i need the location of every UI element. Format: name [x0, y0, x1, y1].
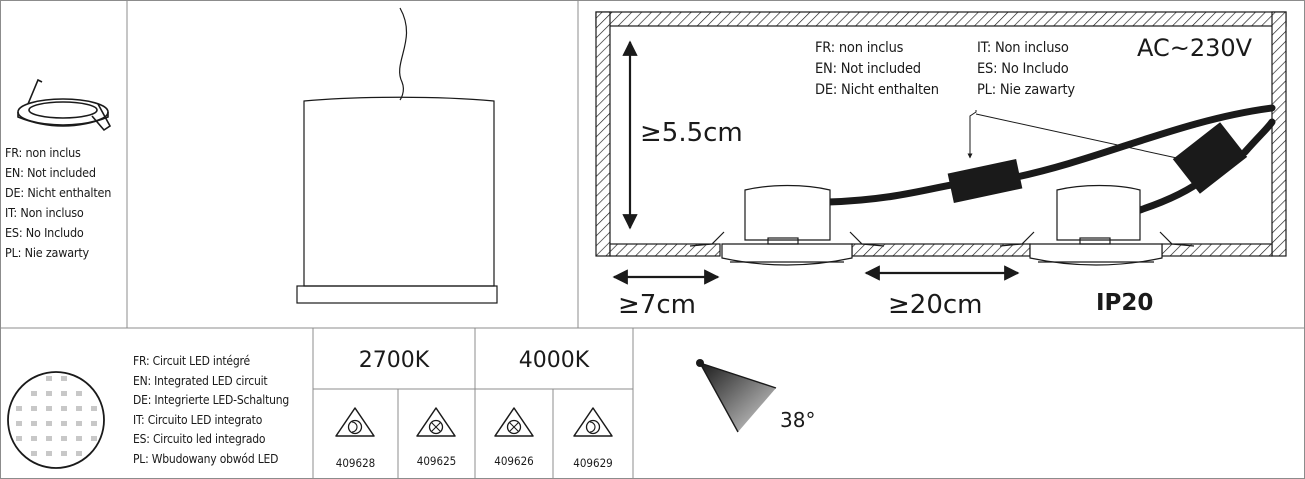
dimmable-icon — [573, 407, 613, 437]
led-dot — [91, 406, 97, 411]
led-module-icon — [7, 371, 105, 469]
led-dot — [16, 421, 22, 426]
connector-box — [947, 159, 1023, 203]
min-wall-distance-label: ≥7cm — [618, 290, 696, 320]
not-included-list-col2: IT: Non incluso ES: No Includo PL: Nie z… — [977, 38, 1075, 101]
led-dot — [61, 376, 67, 381]
pendant-lamp-illustration — [296, 7, 498, 304]
led-dot — [61, 421, 67, 426]
non-dimmable-icon — [416, 407, 456, 437]
led-dot — [61, 391, 67, 396]
led-dot — [16, 436, 22, 441]
led-circuit-de: DE: Integrierte LED-Schaltung — [133, 393, 290, 407]
callout-lines — [967, 110, 1187, 162]
led-dot — [61, 451, 67, 456]
led-dot — [46, 391, 52, 396]
led-dot — [61, 436, 67, 441]
not-included-en: EN: Not included — [5, 165, 96, 180]
led-dot — [31, 436, 37, 441]
led-dot-grid — [16, 376, 97, 456]
led-dot — [31, 391, 37, 396]
min-depth-label: ≥5.5cm — [640, 118, 743, 148]
not-included-it: IT: Non incluso — [977, 40, 1069, 56]
not-included-en: EN: Not included — [815, 61, 921, 77]
driver-box — [1172, 122, 1248, 194]
not-included-de: DE: Nicht enthalten — [5, 185, 112, 200]
led-circuit-fr: FR: Circuit LED intégré — [133, 354, 250, 368]
not-included-list-col1: FR: non inclus EN: Not included DE: Nich… — [815, 38, 939, 101]
product-code: 409628 — [335, 456, 376, 470]
not-included-es: ES: No Includo — [977, 61, 1069, 77]
not-included-it: IT: Non incluso — [5, 205, 84, 220]
color-temperature-4000k: 4000K — [518, 348, 590, 373]
led-dot — [91, 421, 97, 426]
dimension-arrows — [612, 40, 1020, 285]
color-temperature-2700k: 2700K — [358, 348, 430, 373]
led-dot — [46, 376, 52, 381]
led-circuit-it: IT: Circuito LED integrato — [133, 412, 263, 427]
not-included-list-left: FR: non inclus EN: Not included DE: Nich… — [5, 143, 111, 263]
led-dot — [76, 421, 82, 426]
led-circuit-es: ES: Circuito led integrado — [133, 432, 266, 446]
not-included-pl: PL: Nie zawarty — [977, 82, 1075, 98]
min-spacing-label: ≥20cm — [888, 290, 983, 320]
led-dot — [46, 451, 52, 456]
led-dot — [76, 406, 82, 411]
led-circuit-list: FR: Circuit LED intégré EN: Integrated L… — [133, 352, 289, 469]
led-circuit-pl: PL: Wbudowany obwód LED — [133, 451, 279, 466]
not-included-pl: PL: Nie zawarty — [5, 245, 89, 260]
beam-angle-icon — [696, 359, 777, 433]
led-dot — [91, 436, 97, 441]
downlight-unit — [689, 184, 885, 266]
not-included-fr: FR: non inclus — [5, 145, 81, 160]
led-dot — [46, 406, 52, 411]
downlight-unit — [999, 184, 1195, 266]
beam-angle-label: 38° — [780, 408, 816, 432]
product-code: 409626 — [494, 454, 534, 468]
product-code: 409625 — [416, 454, 457, 468]
led-dot — [46, 421, 52, 426]
dimmable-icon — [335, 407, 375, 437]
led-dot — [16, 406, 22, 411]
led-dot — [76, 391, 82, 396]
ceiling-diagram — [595, 11, 1287, 257]
product-code: 409629 — [573, 456, 613, 470]
not-included-fr: FR: non inclus — [815, 40, 904, 56]
led-circuit-en: EN: Integrated LED circuit — [133, 373, 268, 388]
led-dot — [76, 436, 82, 441]
ip-rating-label: IP20 — [1096, 290, 1154, 316]
fixture-frame-icon — [17, 78, 112, 132]
led-dot — [31, 406, 37, 411]
led-dot — [76, 451, 82, 456]
led-dot — [31, 421, 37, 426]
led-dot — [31, 451, 37, 456]
voltage-label: AC~230V — [1137, 34, 1253, 62]
not-included-es: ES: No Includo — [5, 225, 84, 240]
not-included-de: DE: Nicht enthalten — [815, 82, 939, 98]
led-dot — [46, 436, 52, 441]
led-dot — [61, 406, 67, 411]
non-dimmable-icon — [494, 407, 534, 437]
